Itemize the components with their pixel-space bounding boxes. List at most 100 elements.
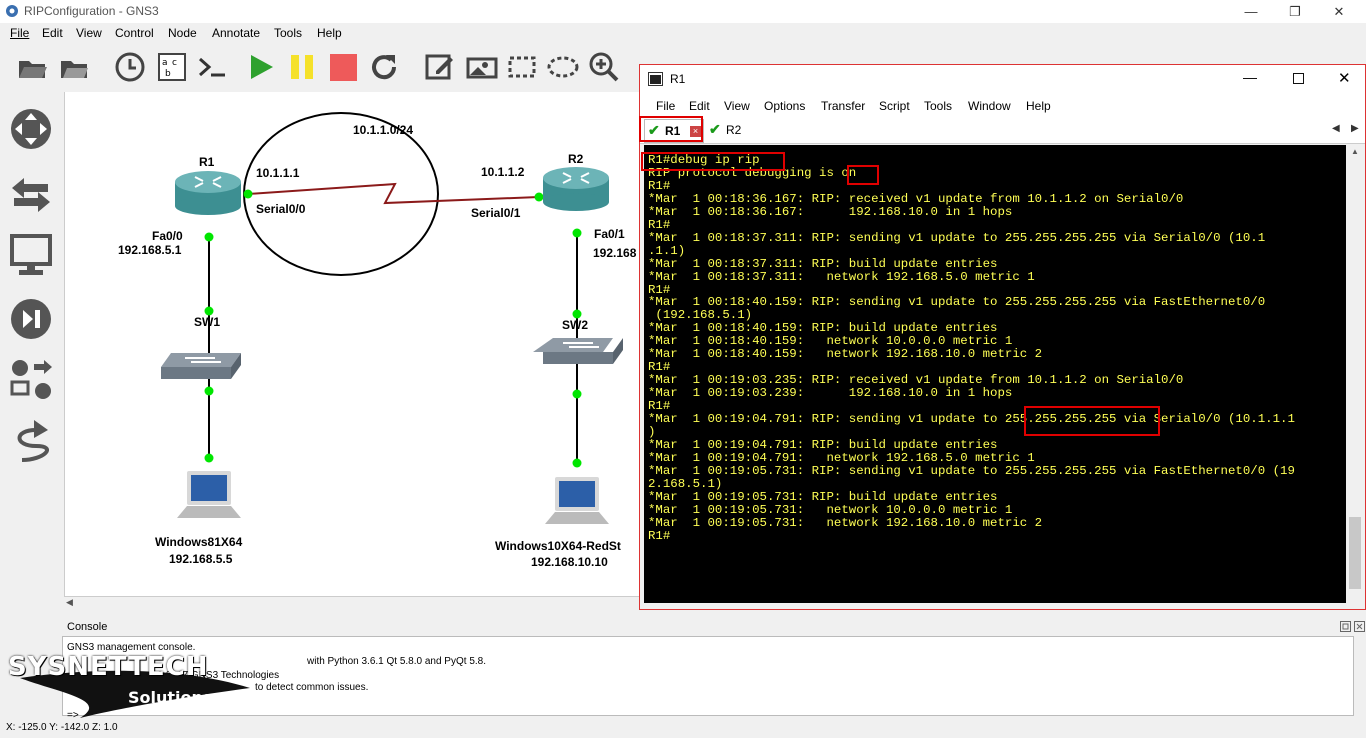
- crt-close-button[interactable]: ✕: [1338, 70, 1351, 87]
- port-indicator: [572, 228, 582, 238]
- menu-bar: File Edit View Control Node Annotate Too…: [0, 23, 1366, 43]
- console-close-icon[interactable]: [1354, 621, 1365, 632]
- menu-annotate[interactable]: Annotate: [212, 26, 261, 40]
- sysnettech-watermark: SYSNETTECH Solutions: [0, 648, 260, 718]
- tab-scroll-right-icon[interactable]: ▶: [1351, 123, 1359, 134]
- r1-serial-ip: 10.1.1.1: [256, 166, 300, 180]
- suspend-icon[interactable]: [286, 51, 318, 83]
- crt-menu-options[interactable]: Options: [764, 99, 806, 113]
- router-r1-icon[interactable]: [175, 171, 241, 215]
- console-line: with Python 3.6.1 Qt 5.8.0 and PyQt 5.8.: [307, 656, 486, 667]
- tab-scroll-left-icon[interactable]: ◀: [1332, 123, 1340, 134]
- console-line: 6-2017 GNS3 Technologies: [157, 670, 280, 681]
- connected-check-icon: ✔: [709, 121, 721, 137]
- console-header: Console: [62, 619, 1366, 635]
- tab-r1[interactable]: ✔ R1 ×: [644, 119, 704, 143]
- r1-fa-ip: 192.168.5.1: [118, 243, 182, 257]
- title-bar: RIPConfiguration - GNS3 — ❐ ✕: [0, 0, 1366, 23]
- highlight-broadcast-address: [1024, 406, 1160, 436]
- console-title: Console: [67, 621, 108, 633]
- note-icon[interactable]: [424, 51, 456, 83]
- menu-control[interactable]: Control: [115, 26, 154, 40]
- crt-menu-help[interactable]: Help: [1026, 99, 1051, 113]
- end-devices-icon[interactable]: [10, 234, 52, 278]
- menu-help[interactable]: Help: [317, 26, 342, 40]
- crt-menu-file[interactable]: File: [656, 99, 676, 113]
- console-icon[interactable]: [196, 51, 228, 83]
- securecrt-window[interactable]: R1 — ✕ File Edit View Options Transfer S…: [639, 64, 1366, 610]
- port-indicator: [204, 386, 214, 396]
- port-indicator: [204, 453, 214, 463]
- network-label: 10.1.1.0/24: [353, 123, 414, 137]
- crt-menu-script[interactable]: Script: [879, 99, 910, 113]
- minimize-button[interactable]: —: [1244, 4, 1258, 19]
- terminal-output[interactable]: R1#debug ip rip RIP protocol debugging i…: [644, 145, 1346, 603]
- port-indicator: [243, 189, 253, 199]
- topology-canvas[interactable]: 10.1.1.0/24 R1 10.1.1.1 Serial0/0 Fa0/0 …: [64, 92, 641, 596]
- terminal-scrollbar[interactable]: ▲: [1347, 145, 1363, 603]
- reload-icon[interactable]: [368, 51, 400, 83]
- routers-icon[interactable]: [10, 108, 52, 150]
- menu-tools[interactable]: Tools: [274, 26, 303, 40]
- crt-menu-edit[interactable]: Edit: [689, 99, 710, 113]
- r1-serial-interface: Serial0/0: [256, 202, 306, 216]
- crt-minimize-button[interactable]: —: [1243, 69, 1257, 85]
- switches-icon[interactable]: [10, 174, 52, 216]
- scroll-up-icon[interactable]: ▲: [1351, 147, 1359, 156]
- r2-serial-ip: 10.1.1.2: [481, 165, 525, 179]
- network-ellipse: [243, 112, 439, 276]
- console-line: to detect common issues.: [255, 682, 369, 693]
- open-project-icon[interactable]: [16, 51, 48, 83]
- canvas-horizontal-scrollbar[interactable]: ◀: [64, 596, 640, 611]
- svg-text:c: c: [172, 58, 177, 68]
- menu-edit[interactable]: Edit: [42, 26, 63, 40]
- pc1-ip: 192.168.5.5: [169, 552, 233, 566]
- scroll-thumb[interactable]: [1349, 517, 1361, 589]
- scroll-left-icon[interactable]: ◀: [66, 597, 73, 607]
- switch-sw1-icon[interactable]: [161, 353, 241, 379]
- console-panel[interactable]: GNS3 management console. with Python 3.6…: [62, 636, 1354, 721]
- r1-fa-interface: Fa0/0: [152, 229, 183, 243]
- console-float-icon[interactable]: [1340, 621, 1351, 632]
- close-button[interactable]: ✕: [1333, 4, 1345, 19]
- stop-icon[interactable]: [327, 51, 359, 83]
- open-folder-icon[interactable]: [58, 51, 90, 83]
- add-link-icon[interactable]: [10, 418, 52, 464]
- crt-menu-bar: File Edit View Options Transfer Script T…: [640, 93, 1365, 117]
- crt-maximize-icon[interactable]: [1293, 73, 1304, 84]
- highlight-debug-command: [641, 152, 785, 171]
- crt-menu-transfer[interactable]: Transfer: [821, 99, 866, 113]
- pc-windows10-icon[interactable]: [545, 477, 609, 524]
- menu-file[interactable]: File: [10, 26, 30, 40]
- pc1-name: Windows81X64: [155, 535, 243, 549]
- svg-text:b: b: [165, 69, 171, 79]
- port-indicator: [572, 309, 582, 319]
- cursor-coordinates: X: -125.0 Y: -142.0 Z: 1.0: [6, 722, 118, 733]
- security-devices-icon[interactable]: [10, 298, 52, 340]
- start-icon[interactable]: [245, 51, 277, 83]
- crt-menu-tools[interactable]: Tools: [924, 99, 953, 113]
- switch-sw2-icon[interactable]: [533, 338, 623, 364]
- tab-r2-label: R2: [726, 123, 742, 137]
- r2-serial-interface: Serial0/1: [471, 206, 521, 220]
- ellipse-icon[interactable]: [547, 51, 579, 83]
- tab-r2[interactable]: ✔ R2: [706, 119, 746, 141]
- rectangle-icon[interactable]: [506, 51, 538, 83]
- crt-menu-view[interactable]: View: [724, 99, 750, 113]
- r1-label: R1: [199, 155, 215, 169]
- crt-menu-window[interactable]: Window: [968, 99, 1011, 113]
- insert-picture-icon[interactable]: [466, 51, 498, 83]
- router-r2-icon[interactable]: [543, 167, 609, 211]
- console-prompt: =>: [67, 710, 79, 721]
- menu-view[interactable]: View: [76, 26, 102, 40]
- serial-link[interactable]: [247, 182, 540, 205]
- tab-close-icon[interactable]: ×: [690, 126, 701, 137]
- snapshot-icon[interactable]: [114, 51, 146, 83]
- all-devices-icon[interactable]: [10, 358, 54, 404]
- restore-button[interactable]: ❐: [1289, 4, 1301, 19]
- pc-windows81-icon[interactable]: [177, 471, 241, 518]
- menu-node[interactable]: Node: [168, 26, 197, 40]
- zoom-in-icon[interactable]: [588, 51, 620, 83]
